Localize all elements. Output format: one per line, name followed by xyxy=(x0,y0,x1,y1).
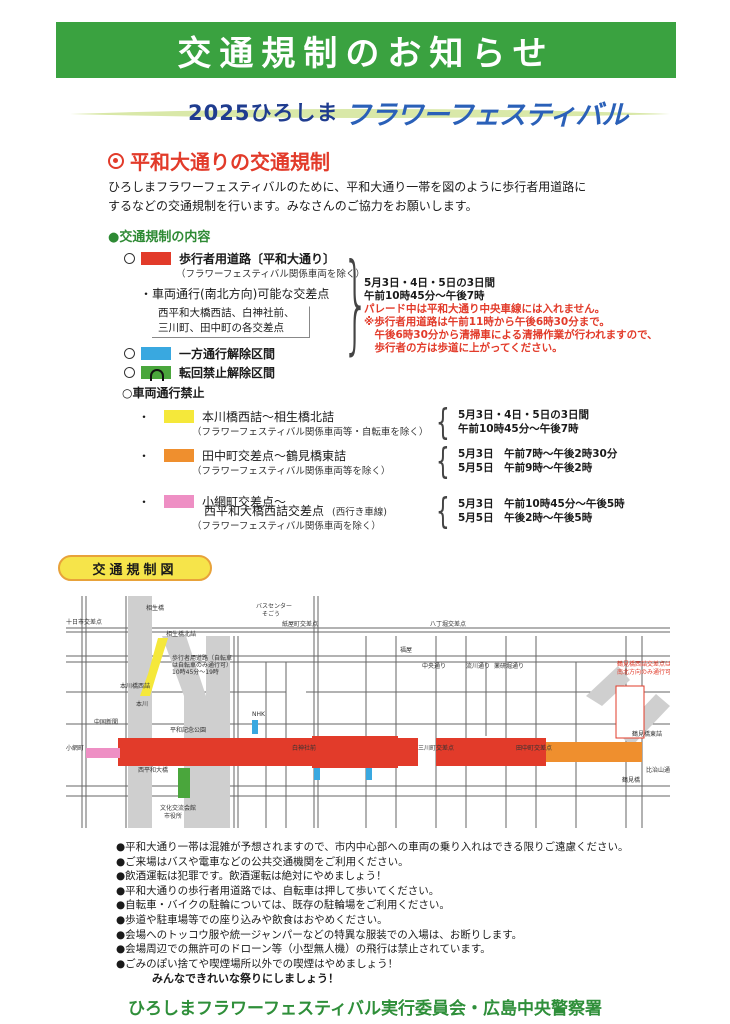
heiwa-blvd-center xyxy=(436,738,546,766)
closure-pink-note: （フラワーフェスティバル関係車両を除く） xyxy=(192,521,381,532)
swoosh-decoration xyxy=(70,109,670,118)
svg-text:南北方向のみ通行可: 南北方向のみ通行可 xyxy=(617,668,670,676)
svg-text:中央通り: 中央通り xyxy=(422,662,446,670)
svg-text:小網町: 小網町 xyxy=(66,744,84,752)
through-traffic-label: ・車両通行(南北方向)可能な交差点 xyxy=(140,287,330,301)
intersection-bracket xyxy=(152,306,310,338)
svg-text:白神社前: 白神社前 xyxy=(292,744,316,752)
note-item: ●歩道や駐車場等での座り込みや飲食はおやめください。 xyxy=(116,913,388,926)
svg-text:鶴見橋: 鶴見橋 xyxy=(622,776,640,784)
closure-orange: ・ 田中町交差点～鶴見橋東詰 xyxy=(138,449,347,463)
circle-icon xyxy=(124,348,135,359)
svg-text:鶴見橋東詰: 鶴見橋東詰 xyxy=(632,730,662,738)
svg-text:田中町交差点: 田中町交差点 xyxy=(516,744,552,752)
svg-text:本川橋西詰: 本川橋西詰 xyxy=(120,682,150,690)
one-way-lift-3 xyxy=(366,768,372,780)
yellow-route xyxy=(140,638,168,696)
closure-pink: ・ 小網町交差点～ xyxy=(138,495,287,509)
svg-text:薬研堀通り: 薬研堀通り xyxy=(494,662,524,670)
pink-swatch xyxy=(164,495,195,508)
brace-2: { xyxy=(436,441,450,482)
rivers xyxy=(128,596,670,828)
heiwa-blvd-mid xyxy=(312,736,398,768)
svg-text:文化交流会館: 文化交流会館 xyxy=(160,804,196,812)
svg-text:十日市交差点: 十日市交差点 xyxy=(66,618,102,626)
circle-icon xyxy=(124,367,135,378)
svg-text:本川: 本川 xyxy=(136,700,148,708)
svg-text:八丁堀交差点: 八丁堀交差点 xyxy=(430,620,466,628)
uturn-lift-zone xyxy=(178,768,190,798)
yellow-swatch xyxy=(164,410,195,423)
legend-pedestrian: 歩行者用道路〔平和大通り〕 xyxy=(124,250,335,267)
orange-route xyxy=(546,742,642,762)
uturn-icon xyxy=(141,366,171,381)
tsurumi-notice-box xyxy=(615,685,645,739)
svg-text:そごう: そごう xyxy=(262,610,280,618)
note-item: ●会場周辺での無許可のドローン等（小型無人機）の飛行は禁止されています。 xyxy=(116,943,491,956)
closing-message: みんなできれいな祭りにしましょう！ xyxy=(152,972,339,986)
festival-name: フラワーフェスティバル xyxy=(344,99,628,131)
closure-yellow-note: （フラワーフェスティバル関係車両等・自転車を除く） xyxy=(192,427,429,438)
note-item: ●平和大通りの歩行者用道路では、自転車は押して歩いてください。 xyxy=(116,884,440,897)
intro-text: ひろしまフラワーフェスティバルのために、平和大通り一帯を図のように歩行者用道路に… xyxy=(108,180,587,213)
traffic-map: バスセンター そごう 紙屋町交差点 八丁堀交差点 十日市交差点 相生橋 相生橋北… xyxy=(66,596,670,828)
schedule-brace: } xyxy=(342,241,370,366)
svg-text:中国新聞: 中国新聞 xyxy=(94,718,118,726)
svg-text:鶴見橋西詰交差点は: 鶴見橋西詰交差点は xyxy=(617,660,670,668)
svg-text:相生橋: 相生橋 xyxy=(146,604,164,612)
legend-one-way: 一方通行解除区間 xyxy=(124,345,275,362)
svg-text:西平和大橋: 西平和大橋 xyxy=(138,766,168,774)
closure-pink-schedule: 5月3日 午前10時45分～午後5時 5月5日 午後2時～午後5時 xyxy=(458,498,625,524)
red-swatch xyxy=(141,252,171,265)
svg-text:流川通り: 流川通り xyxy=(466,662,490,670)
svg-text:市役所: 市役所 xyxy=(164,812,182,820)
main-schedule: 5月3日・4日・5日の3日間 午前10時45分～午後7時 パレード中は平和大通り… xyxy=(364,277,658,354)
note-item: ●飲酒運転は犯罪です。飲酒運転は絶対にやめましょう！ xyxy=(116,870,387,883)
brace-1: { xyxy=(436,402,450,443)
closure-yellow-schedule: 5月3日・4日・5日の3日間 午前10時45分～午後7時 xyxy=(458,409,590,435)
svg-text:紙屋町交差点: 紙屋町交差点 xyxy=(282,620,318,628)
note-item: ●会場へのトッコウ服や統一ジャンパーなどの特異な服装での入場は、お断りします。 xyxy=(116,928,523,941)
svg-text:10時45分～19時: 10時45分～19時 xyxy=(172,668,219,676)
closure-orange-schedule: 5月3日 午前7時～午後2時30分 5月5日 午前9時～午後2時 xyxy=(458,448,618,474)
street-grid xyxy=(66,596,670,828)
target-icon xyxy=(108,152,124,169)
pink-route xyxy=(86,748,120,758)
notes-list: ●平和大通り一帯は混雑が予想されますので、市内中心部への車両の乗り入れはできる限… xyxy=(116,840,629,987)
svg-text:バスセンター: バスセンター xyxy=(256,602,292,610)
note-item: ●ご来場はバスや電車などの公共交通機関をご利用ください。 xyxy=(116,855,409,868)
section-title: 平和大通りの交通規制 xyxy=(108,146,330,175)
no-vehicle-heading: ○車両通行禁止 xyxy=(122,386,205,400)
svg-text:歩行者用道路（自転車: 歩行者用道路（自転車 xyxy=(172,654,232,662)
festival-year: 2025ひろしま xyxy=(188,101,339,125)
svg-text:比治山通り: 比治山通り xyxy=(646,766,670,774)
one-way-lift-2 xyxy=(314,768,320,780)
svg-text:は自転車のみ通行可）: は自転車のみ通行可） xyxy=(172,661,232,669)
legend-uturn: 転回禁止解除区間 xyxy=(124,364,275,381)
pedestrian-note: （フラワーフェスティバル関係車両を除く） xyxy=(176,269,365,280)
note-item: ●ごみのぽい捨てや喫煙場所以外での喫煙はやめましょう！ xyxy=(116,957,399,970)
festival-logo: 2025ひろしま フラワーフェスティバル xyxy=(70,92,670,132)
blue-swatch xyxy=(141,347,171,360)
intersection-list: 西平和大橋西詰、白神社前、 三川町、田中町の各交差点 xyxy=(158,307,295,334)
svg-text:三川町交差点: 三川町交差点 xyxy=(418,744,454,752)
contents-heading: ●交通規制の内容 xyxy=(108,230,211,245)
map-labels: バスセンター そごう 紙屋町交差点 八丁堀交差点 十日市交差点 相生橋 相生橋北… xyxy=(66,602,670,820)
circle-icon xyxy=(124,253,135,264)
orange-swatch xyxy=(164,449,195,462)
svg-text:福屋: 福屋 xyxy=(400,646,412,654)
brace-3: { xyxy=(436,491,450,532)
svg-text:相生橋北詰: 相生橋北詰 xyxy=(166,630,196,638)
svg-text:平和記念公園: 平和記念公園 xyxy=(170,726,206,734)
one-way-lift-1 xyxy=(252,720,258,734)
closure-orange-note: （フラワーフェスティバル関係車両等を除く） xyxy=(192,466,391,477)
map-label: 交通規制図 xyxy=(58,555,212,581)
closure-yellow: ・ 本川橋西詰～相生橋北詰 xyxy=(138,410,335,424)
closure-pink-route2: 西平和大橋西詰交差点 (西行き車線) xyxy=(204,504,387,518)
svg-text:NHK: NHK xyxy=(252,711,266,718)
footer-organizers: ひろしまフラワーフェスティバル実行委員会・広島中央警察署 xyxy=(128,999,602,1019)
note-item: ●自転車・バイクの駐輪については、既存の駐輪場をご利用ください。 xyxy=(116,899,450,912)
note-item: ●平和大通り一帯は混雑が予想されますので、市内中心部への車両の乗り入れはできる限… xyxy=(116,841,629,853)
title-banner: 交通規制のお知らせ xyxy=(56,22,676,78)
